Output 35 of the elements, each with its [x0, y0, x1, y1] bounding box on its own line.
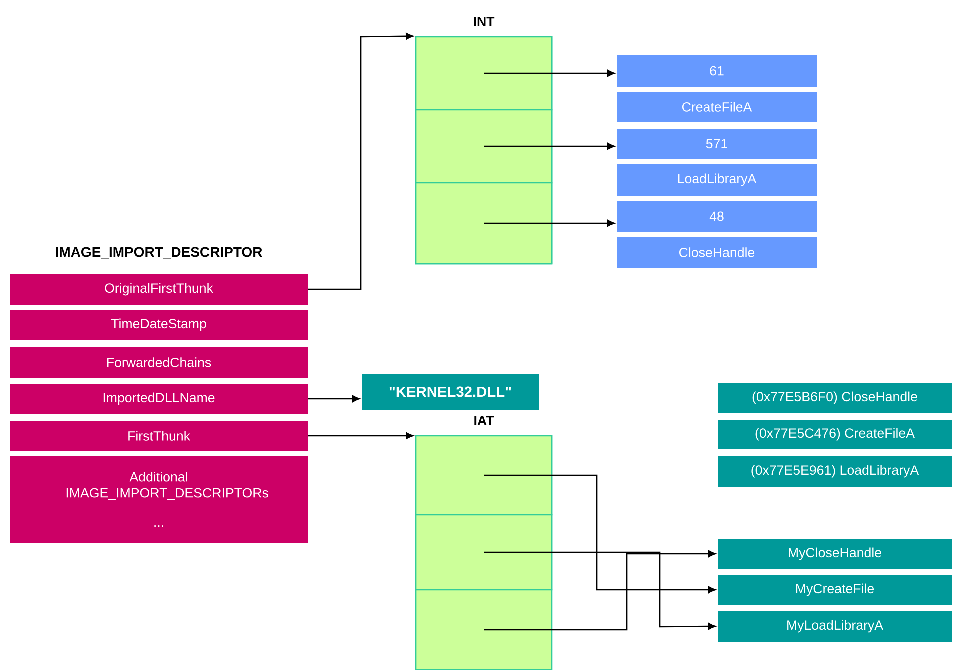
field-box: OriginalFirstThunk — [10, 274, 308, 305]
table-cell — [415, 182, 553, 265]
arrow — [484, 220, 615, 227]
table-cell — [415, 435, 553, 516]
arrow — [484, 70, 615, 77]
name-box: 61 — [617, 55, 817, 87]
field-box: ForwardedChains — [10, 347, 308, 378]
arrow — [484, 474, 716, 594]
name-box: LoadLibraryA — [617, 164, 817, 196]
arrow — [308, 33, 414, 290]
value-box: MyCreateFile — [718, 575, 952, 605]
field-box: Additional IMAGE_IMPORT_DESCRIPTORs ... — [10, 456, 308, 543]
table-cell — [415, 109, 553, 184]
arrow — [308, 432, 414, 440]
table-cell — [415, 589, 553, 670]
value-box: (0x77E5B6F0) CloseHandle — [718, 383, 952, 413]
table-cell — [415, 36, 553, 111]
heading: IMAGE_IMPORT_DESCRIPTOR — [56, 247, 262, 259]
name-box: 48 — [617, 201, 817, 232]
name-box: CloseHandle — [617, 237, 817, 268]
value-box: (0x77E5E961) LoadLibraryA — [718, 456, 952, 487]
node-label: IAT — [474, 416, 494, 426]
name-box: 571 — [617, 129, 817, 159]
value-box: MyCloseHandle — [718, 539, 952, 569]
node-label: INT — [474, 17, 495, 26]
table-cell — [415, 514, 553, 591]
arrow — [484, 143, 615, 150]
field-box: TimeDateStamp — [10, 310, 308, 340]
value-box: (0x77E5C476) CreateFileA — [718, 420, 952, 449]
value-box: MyLoadLibraryA — [718, 611, 952, 642]
field-box: ImportedDLLName — [10, 384, 308, 414]
name-box: CreateFileA — [617, 92, 817, 122]
value-box: "KERNEL32.DLL" — [362, 374, 539, 410]
field-box: FirstThunk — [10, 421, 308, 451]
arrow — [308, 396, 360, 402]
